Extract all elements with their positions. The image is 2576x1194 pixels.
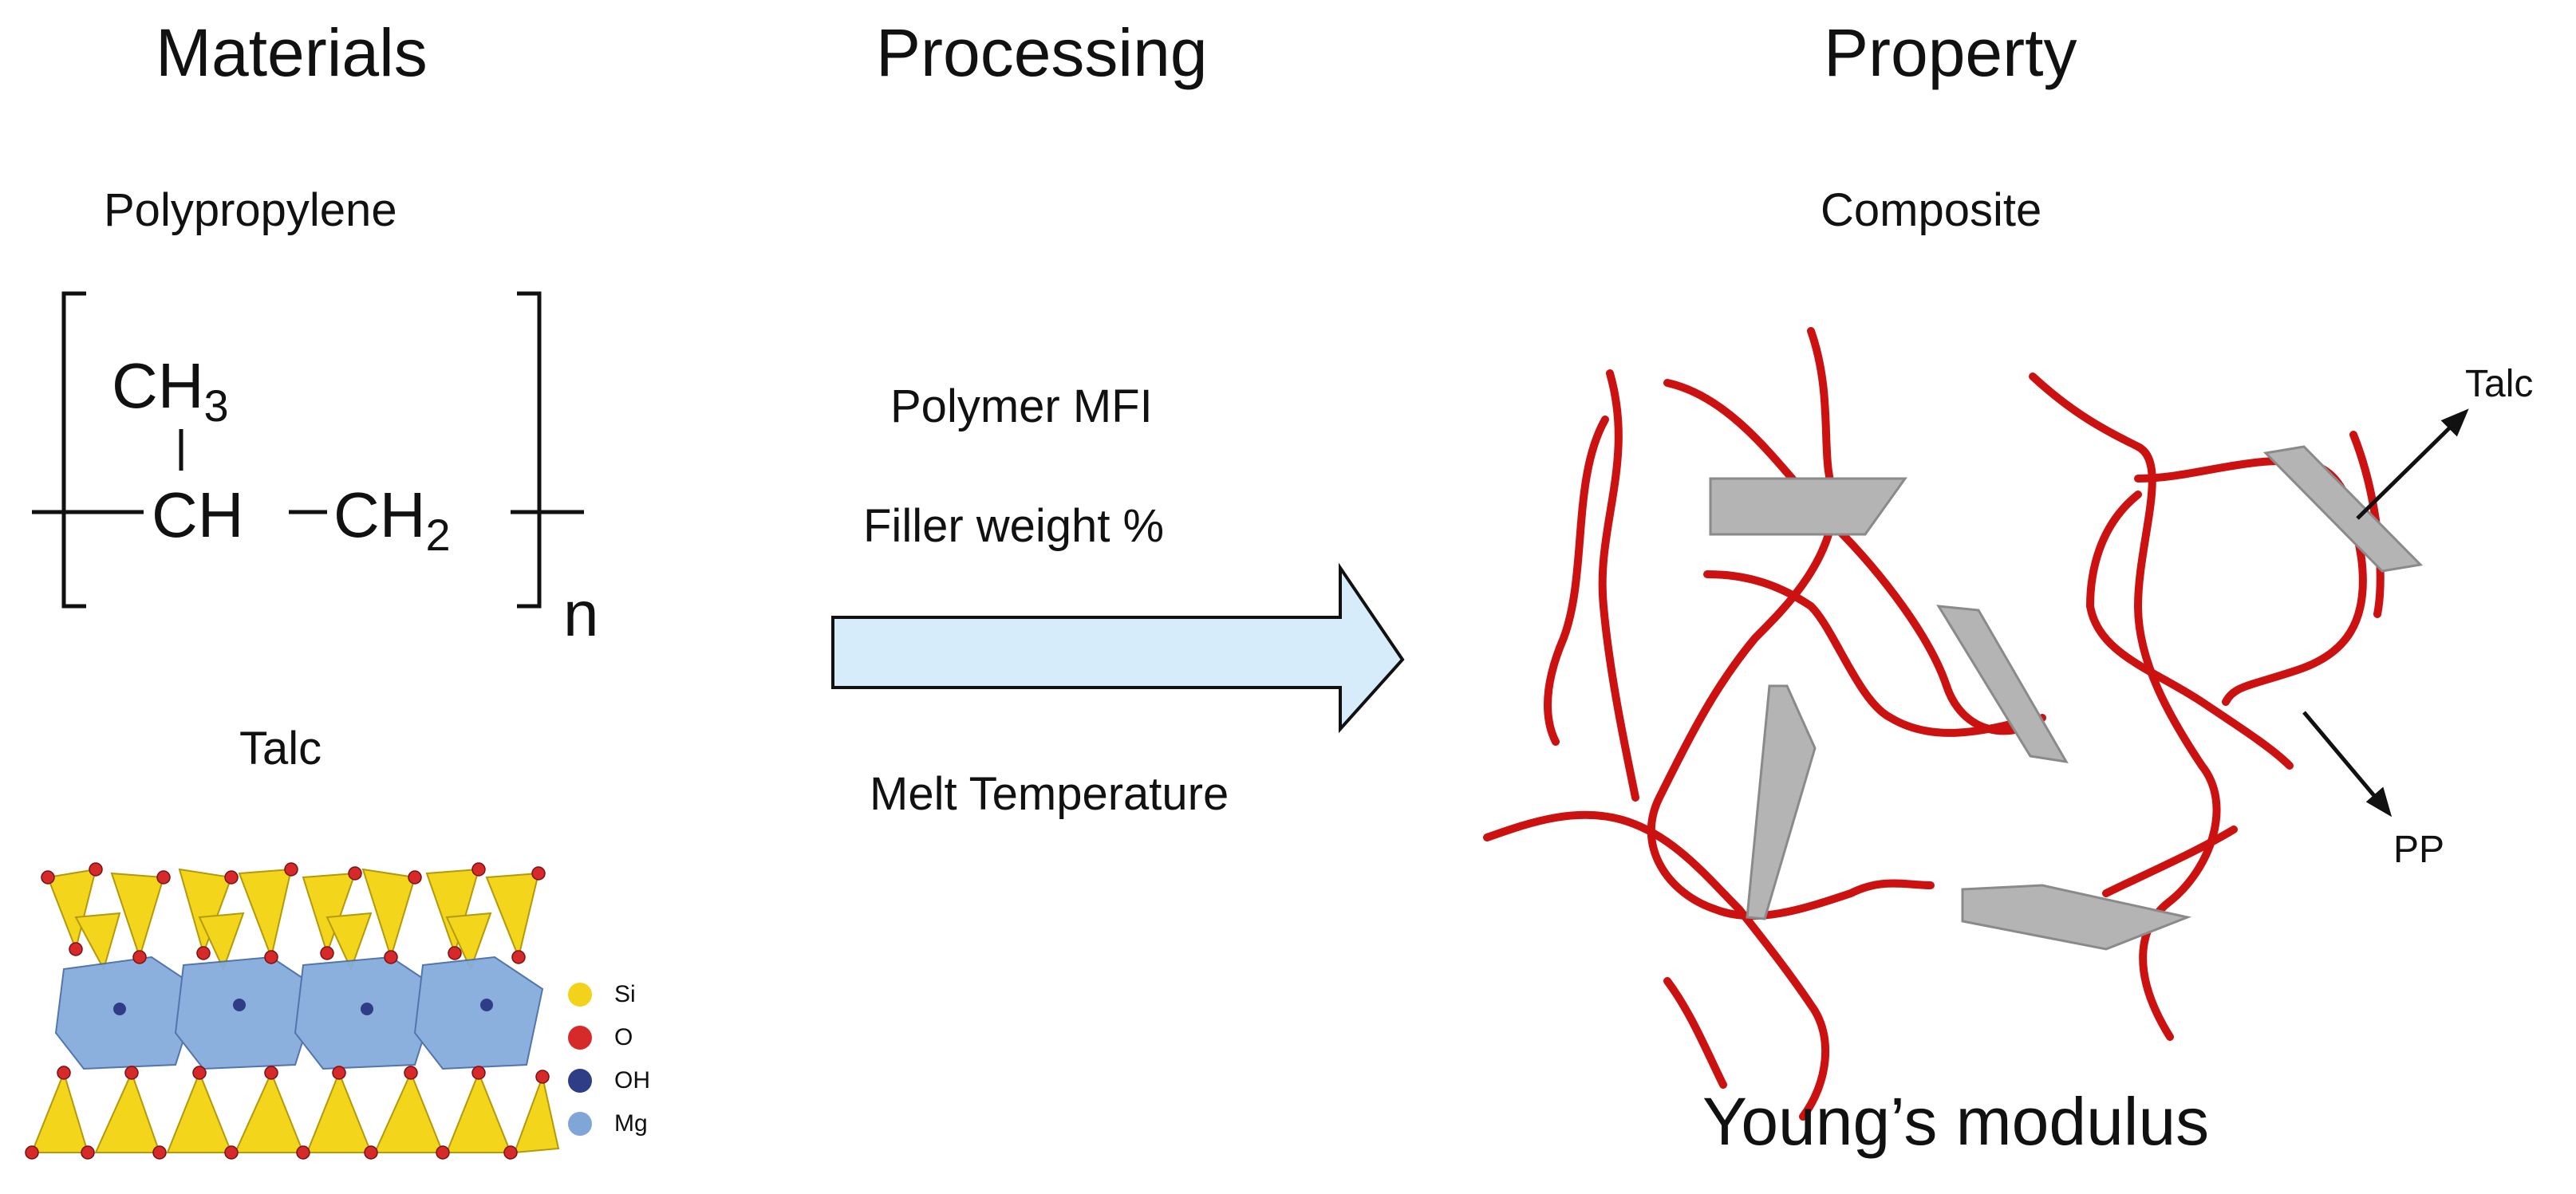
oh-dot-icon xyxy=(568,1069,592,1093)
legend-o: O xyxy=(568,1024,633,1051)
mg-dot-icon xyxy=(568,1112,592,1136)
legend-si: Si xyxy=(568,981,636,1008)
backbone-ch2: CH2 xyxy=(333,479,451,561)
process-param-mfi: Polymer MFI xyxy=(890,380,1153,432)
process-param-filler: Filler weight % xyxy=(863,500,1165,552)
legend-oh: OH xyxy=(568,1067,650,1094)
pp-pointer-label: PP xyxy=(2393,829,2445,871)
o-dot-icon xyxy=(568,1026,592,1050)
legend-si-label: Si xyxy=(614,981,636,1007)
ch2-subscript: 2 xyxy=(425,510,451,560)
legend-oh-label: OH xyxy=(614,1067,650,1094)
talc-label: Talc xyxy=(239,723,322,774)
talc-platelets xyxy=(1709,445,2424,951)
polypropylene-label: Polypropylene xyxy=(104,184,397,236)
youngs-modulus-label: Young’s modulus xyxy=(1702,1084,2210,1159)
talc-pointer-label: Talc xyxy=(2465,363,2534,405)
repeat-n: n xyxy=(563,578,599,649)
materials-heading: Materials xyxy=(156,15,428,90)
composite-label: Composite xyxy=(1821,184,2042,236)
property-heading: Property xyxy=(1824,15,2077,90)
pointer-arrows xyxy=(2302,408,2469,818)
process-param-temperature: Melt Temperature xyxy=(870,768,1229,820)
methyl-group: CH3 xyxy=(112,349,229,431)
legend-o-label: O xyxy=(614,1024,633,1050)
legend-mg: Mg xyxy=(568,1110,648,1137)
pp-chains xyxy=(1483,327,2385,1121)
si-dot-icon xyxy=(568,983,592,1007)
processing-heading: Processing xyxy=(876,15,1208,90)
methyl-ch: CH xyxy=(112,350,204,421)
backbone-ch: CH xyxy=(152,479,244,550)
methyl-subscript: 3 xyxy=(203,380,229,431)
legend-mg-label: Mg xyxy=(614,1110,648,1137)
ch2-ch: CH xyxy=(333,479,426,550)
